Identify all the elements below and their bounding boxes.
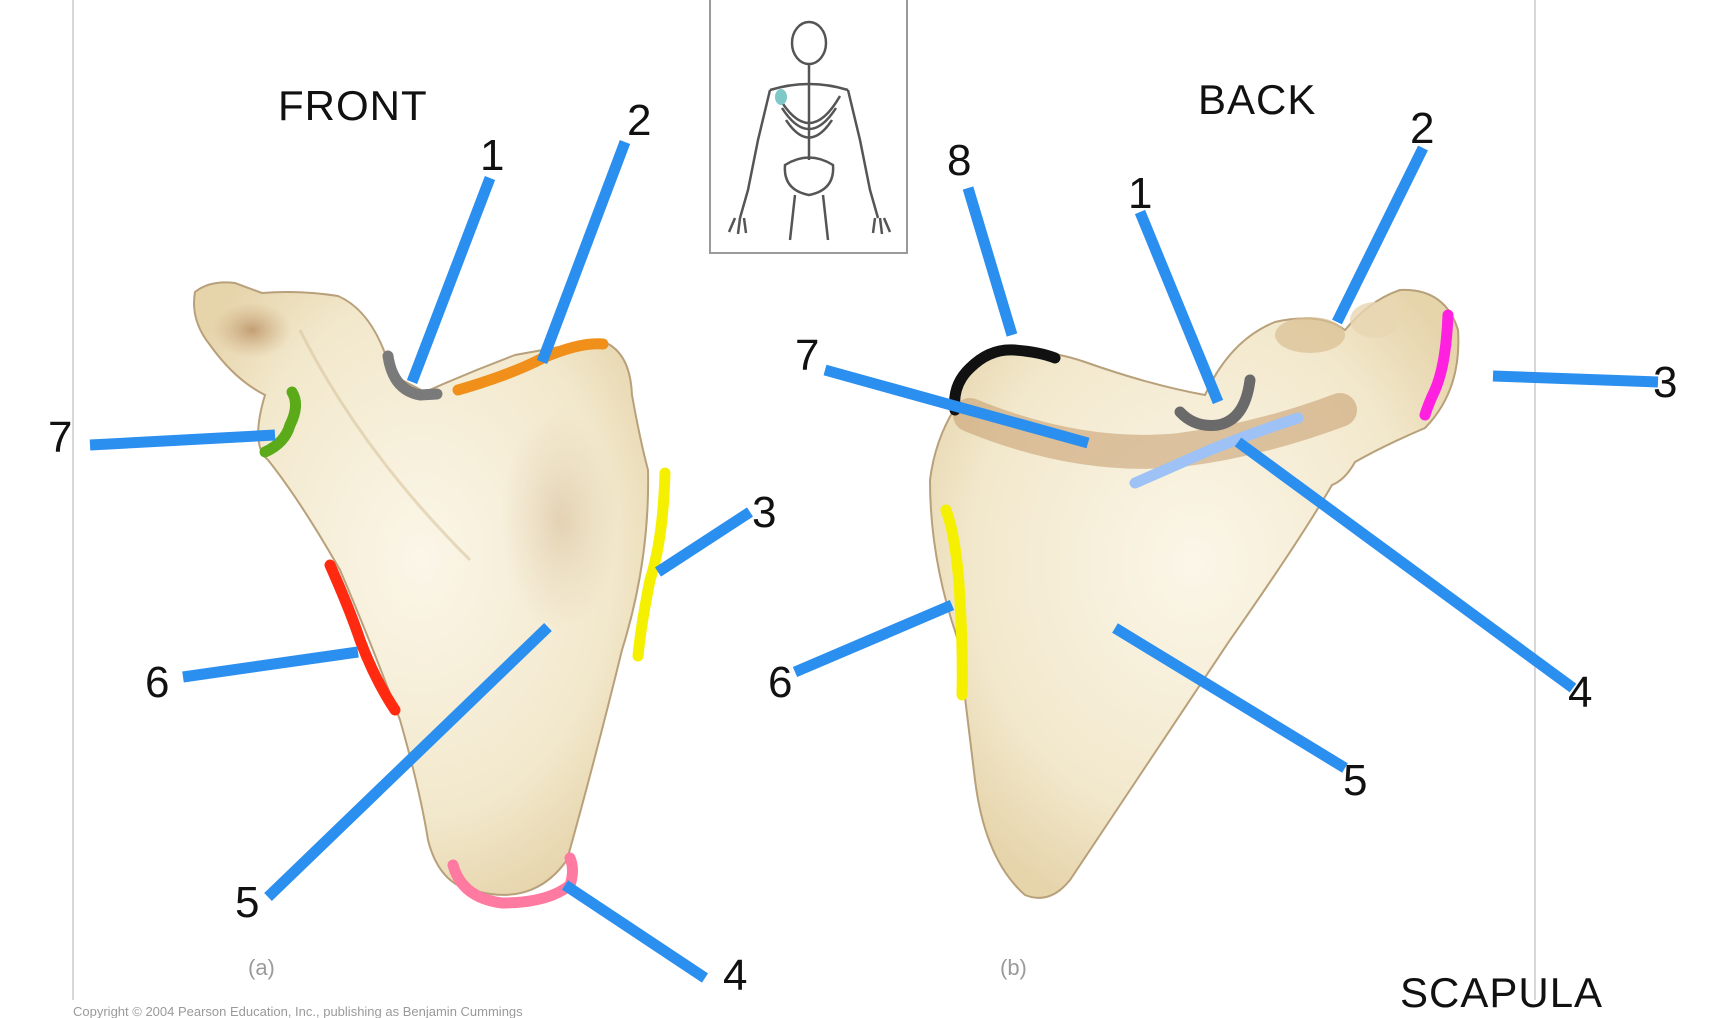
back-structure-8-mark [949, 344, 1061, 416]
back-number-7: 7 [795, 331, 819, 380]
back-number-3: 3 [1653, 358, 1677, 407]
back-number-8: 8 [947, 136, 971, 185]
back-number-4: 4 [1568, 668, 1592, 717]
back-leader-5 [1112, 623, 1348, 773]
back-leader-8 [962, 186, 1018, 337]
back-leader-6 [792, 599, 955, 678]
front-structure-3-mark [632, 467, 671, 662]
back-number-6: 6 [768, 658, 792, 707]
front-number-7: 7 [48, 413, 72, 462]
back-leader-4 [1234, 437, 1577, 693]
back-title: BACK [1198, 76, 1316, 123]
front-leader-1 [406, 176, 496, 384]
back-structure-4-mark [1129, 412, 1304, 489]
front-leader-2 [536, 140, 631, 364]
back-number-1: 1 [1128, 169, 1152, 218]
front-leader-7 [89, 429, 276, 451]
scapula-back-bone [928, 288, 1460, 899]
front-number-4: 4 [723, 951, 747, 1000]
highlighted-scapula-mark [775, 89, 787, 105]
scapula-spine-shade [953, 393, 1357, 469]
front-number-5: 5 [235, 878, 259, 927]
front-structure-1-mark [382, 350, 443, 401]
front-number-3: 3 [752, 488, 776, 537]
front-leader-4 [561, 880, 709, 983]
scapula-front-view [193, 281, 650, 896]
front-structure-6-mark [324, 559, 401, 716]
copyright-text: Copyright © 2004 Pearson Education, Inc.… [73, 1004, 523, 1018]
front-number-1: 1 [480, 131, 504, 180]
back-structure-6-mark [940, 504, 968, 701]
panel-label-b: (b) [1000, 955, 1027, 980]
scapula-back-view [928, 288, 1460, 899]
back-number-2: 2 [1410, 104, 1434, 153]
front-leader-3 [654, 507, 754, 577]
skeleton-icon [727, 20, 892, 241]
front-structure-4-mark [447, 852, 578, 909]
front-number-6: 6 [145, 658, 169, 707]
front-structure-7-mark [259, 386, 301, 458]
front-leader-6 [182, 646, 359, 683]
panel-label-a: (a) [248, 955, 275, 980]
skeleton-inset [709, 0, 908, 254]
front-leader-5 [264, 623, 552, 901]
back-leader-1 [1134, 209, 1224, 405]
back-number-5: 5 [1343, 756, 1367, 805]
back-leader-3 [1492, 370, 1659, 388]
front-number-2: 2 [627, 96, 651, 145]
back-leader-2 [1332, 145, 1428, 325]
back-structure-3-mark [1419, 309, 1454, 421]
scapula-title: SCAPULA [1400, 969, 1603, 1016]
back-leader-7 [823, 364, 1090, 449]
front-title: FRONT [278, 82, 428, 129]
back-structure-1-mark [1174, 374, 1256, 431]
